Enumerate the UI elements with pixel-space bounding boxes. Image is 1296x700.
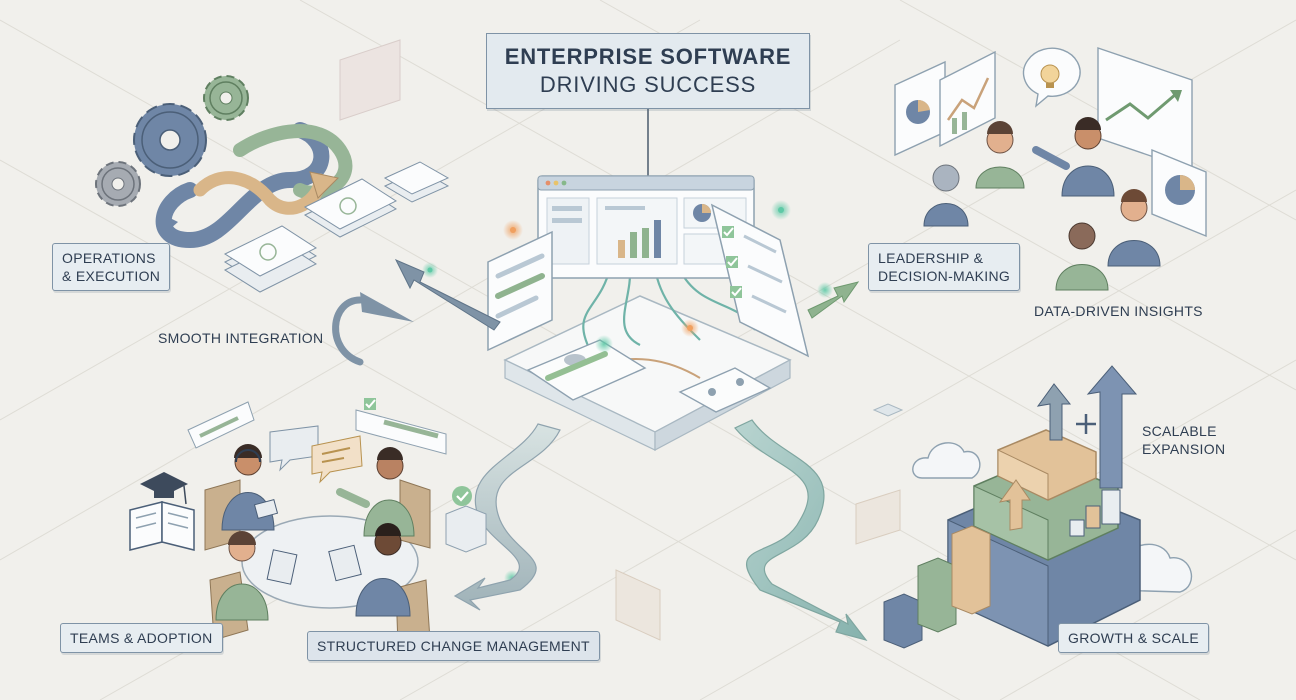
arrow-to-leadership [807, 281, 860, 319]
bar-chart-icon [618, 220, 661, 258]
faint-panel [339, 39, 401, 121]
growth-scene [855, 365, 1193, 649]
person-avatar [221, 444, 279, 531]
smooth-integration-label: SMOOTH INTEGRATION [158, 330, 324, 346]
arrow-to-operations [394, 259, 501, 331]
faint-panel [615, 569, 661, 641]
graduation-cap-icon [140, 472, 188, 505]
faint-panel [855, 489, 901, 545]
scalable-label-line-1: SCALABLE [1142, 423, 1217, 439]
operations-label-line-2: & EXECUTION [62, 268, 161, 284]
checkbox-cube-icon [445, 486, 487, 553]
teams-adoption-label: TEAMS & ADOPTION [60, 623, 223, 653]
change-management-label: STRUCTURED CHANGE MANAGEMENT [307, 631, 600, 661]
status-card [526, 339, 647, 401]
operations-label: OPERATIONS & EXECUTION [52, 243, 171, 291]
person-avatar [975, 121, 1025, 189]
person-avatar [215, 531, 298, 621]
person-avatar [923, 164, 969, 227]
central-platform [503, 265, 792, 451]
gear-icon [133, 103, 207, 177]
title-banner: ENTERPRISE SOFTWARE DRIVING SUCCESS [486, 33, 810, 109]
title-line-2: DRIVING SUCCESS [539, 72, 757, 97]
pie-chart-icon [894, 60, 946, 157]
building-icon [1069, 489, 1121, 537]
teams-scene [129, 398, 487, 647]
person-avatar [336, 447, 415, 537]
speech-bubble-icon [269, 425, 363, 484]
faint-panel [872, 403, 904, 417]
toggle-card [678, 367, 772, 413]
cloud-icon [912, 442, 981, 479]
path-to-teams [453, 423, 561, 611]
pie-chart-icon [1151, 148, 1207, 238]
leadership-label: LEADERSHIP & DECISION-MAKING [868, 243, 1021, 291]
path-to-growth [734, 419, 868, 642]
chat-progress-bubble [187, 398, 447, 455]
scalable-label-line-2: EXPANSION [1142, 441, 1226, 457]
book-icon [129, 501, 195, 551]
person-avatar [328, 523, 411, 617]
bar-chart-icon [939, 50, 996, 148]
data-driven-insights-label: DATA-DRIVEN INSIGHTS [1034, 303, 1203, 319]
leadership-label-line-2: DECISION-MAKING [878, 268, 1011, 284]
person-avatar [1032, 117, 1115, 197]
progress-card [487, 230, 553, 352]
plus-icon [1076, 414, 1096, 434]
trend-chart-icon [1097, 47, 1193, 171]
document-stack-icon [223, 161, 450, 293]
dashboard-screen [537, 175, 755, 279]
cycle-arrows-icon [155, 122, 353, 249]
integration-arc-icon [332, 292, 414, 366]
growth-scale-label: GROWTH & SCALE [1058, 623, 1209, 653]
title-line-1: ENTERPRISE SOFTWARE [504, 44, 792, 69]
gear-icon [95, 161, 141, 207]
person-avatar [1055, 222, 1109, 291]
operations-scene [95, 39, 450, 293]
pie-chart-icon [693, 204, 711, 222]
leadership-label-line-1: LEADERSHIP & [878, 250, 984, 266]
person-avatar [1107, 189, 1161, 267]
checklist-icon [710, 203, 810, 358]
lightbulb-icon [1022, 47, 1081, 108]
operations-label-line-1: OPERATIONS [62, 250, 156, 266]
gear-icon [203, 75, 249, 121]
scalable-expansion-label: SCALABLE EXPANSION [1142, 422, 1225, 458]
leadership-scene [894, 47, 1207, 291]
